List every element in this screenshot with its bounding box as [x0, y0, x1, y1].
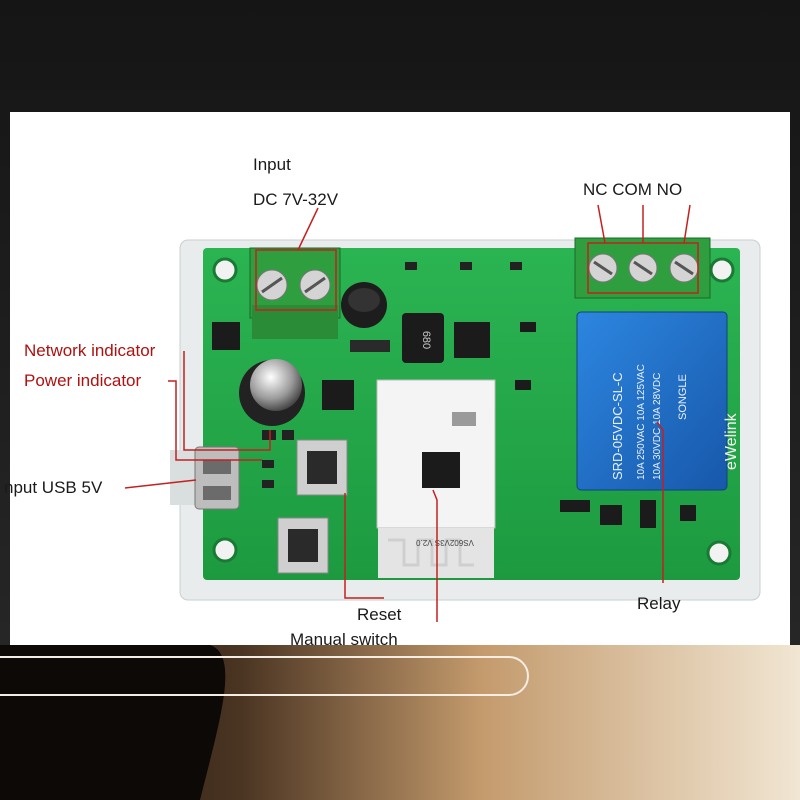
- relay-brand: SONGLE: [677, 374, 689, 420]
- relay-label: Relay: [637, 594, 681, 613]
- input-capacitor: [341, 282, 387, 328]
- input-highlight-box: [255, 249, 337, 311]
- usb-input-label: nput USB 5V: [4, 478, 103, 497]
- reset-button: [296, 439, 348, 496]
- main-capacitor: [239, 359, 305, 426]
- reset-leader: [344, 493, 384, 599]
- mounting-holes: [212, 257, 735, 566]
- relay-part: SRD-05VDC-SL-C: [610, 372, 625, 480]
- network-indicator-label: Network indicator: [24, 341, 156, 360]
- nc-leader: [597, 204, 606, 244]
- reset-label: Reset: [357, 605, 402, 624]
- input-title-label: Input: [253, 155, 291, 174]
- power-indicator-leader: [168, 380, 262, 461]
- inductor-code: 680: [420, 331, 432, 349]
- input-terminal-block: [249, 247, 341, 339]
- relay-rating-2: 10A 30VDC 10A 28VDC: [652, 373, 663, 480]
- brand-label: eWelink: [723, 412, 740, 470]
- module-code: VS602V3S V2.0: [416, 538, 474, 547]
- micro-usb-port: [194, 446, 240, 510]
- manual-switch-button: [277, 517, 329, 574]
- relay-terminals-label: NC COM NO: [583, 180, 683, 199]
- dark-curve: [0, 645, 226, 800]
- input-range-label: DC 7V-32V: [253, 190, 339, 209]
- callout-lines: [124, 204, 691, 622]
- input-leader: [297, 207, 319, 251]
- relay: SRD-05VDC-SL-C 10A 250VAC 10A 125VAC 10A…: [576, 311, 740, 491]
- manual-switch-leader: [432, 489, 438, 622]
- relay-rating-1: 10A 250VAC 10A 125VAC: [636, 364, 647, 480]
- no-leader: [683, 204, 691, 244]
- pill-outline: [0, 656, 529, 696]
- relay-terminal-block: [574, 237, 711, 299]
- power-indicator-label: Power indicator: [24, 371, 142, 390]
- small-components: [212, 262, 696, 528]
- relay-leader: [656, 421, 664, 583]
- usb-leader: [124, 479, 197, 489]
- wifi-module: VS602V3S V2.0: [376, 379, 496, 578]
- network-indicator-leader: [183, 351, 271, 451]
- manual-switch-label: Manual switch: [290, 630, 398, 649]
- inductor: 680: [402, 313, 444, 363]
